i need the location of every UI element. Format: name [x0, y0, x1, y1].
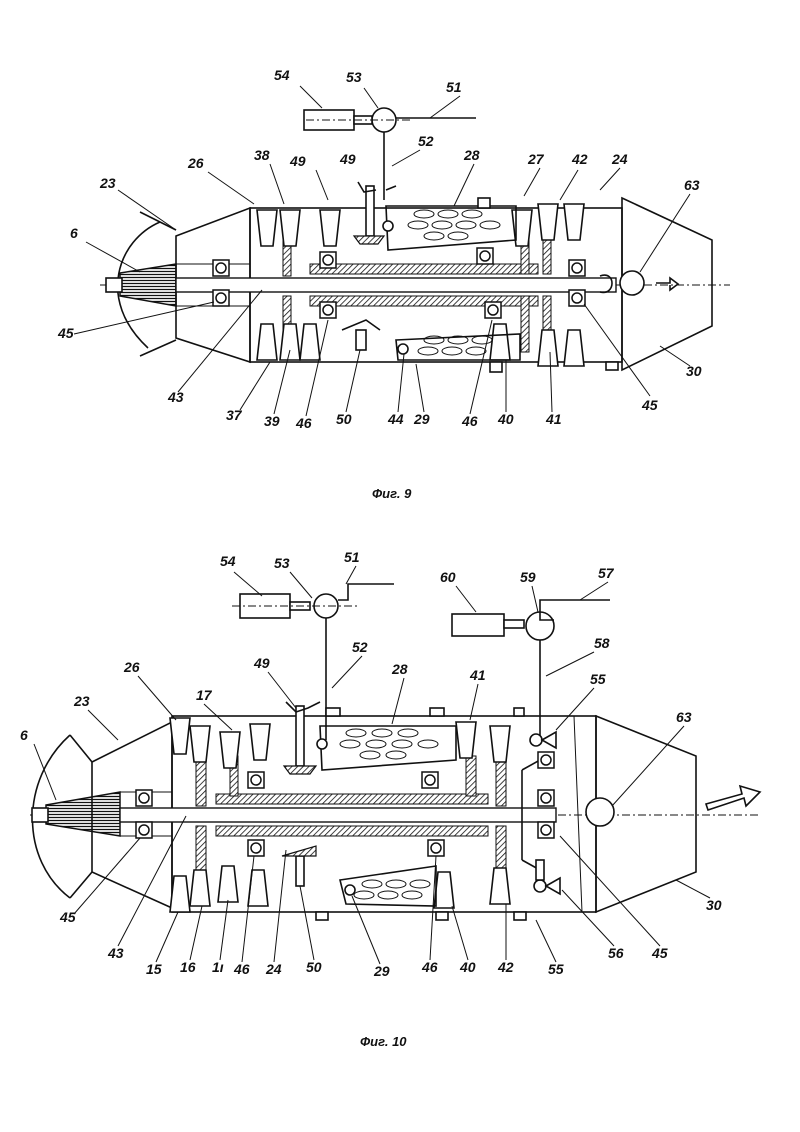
figure-9: 54 53 51 52 28 49 49 38 26 23 27 42 24 6…: [57, 67, 730, 501]
callout-number: 58: [594, 635, 610, 651]
callout-number: 60: [440, 569, 456, 585]
thrust-arrow: [704, 784, 762, 812]
callout-number: 46: [421, 959, 438, 975]
callout-number: 28: [391, 661, 408, 677]
callout-number: 55: [590, 671, 606, 687]
output-63: [585, 797, 615, 827]
callout-number: 59: [520, 569, 536, 585]
callout-number: 53: [274, 555, 290, 571]
callout-number: 46: [295, 415, 312, 431]
callout-number: 52: [418, 133, 434, 149]
inlet-struts: [139, 211, 177, 357]
callout-number: 23: [73, 693, 90, 709]
callout-number: 45: [59, 909, 76, 925]
callout-number: 43: [167, 389, 184, 405]
callout-number: 50: [306, 959, 322, 975]
callout-number: 24: [611, 151, 628, 167]
callout-number: 28: [463, 147, 480, 163]
callout-number: 42: [497, 959, 514, 975]
callout-number: 44: [387, 411, 404, 427]
callout-number: 29: [413, 411, 430, 427]
callout-number: 46: [461, 413, 478, 429]
nose-cone: [45, 791, 121, 837]
lower-sleeve: [309, 295, 539, 307]
upper-sleeve: [309, 263, 539, 275]
callout-number: 39: [264, 413, 280, 429]
callout-number: 30: [706, 897, 722, 913]
motor-60: [451, 613, 505, 637]
callout-number: 63: [684, 177, 700, 193]
callout-number: 17: [196, 687, 213, 703]
callout-number: 27: [527, 151, 545, 167]
drive-shaft-49: [365, 185, 375, 237]
callout-number: 6: [20, 727, 28, 743]
callout-number: 51: [446, 79, 462, 95]
combustor-28: [385, 205, 517, 251]
output-63: [619, 270, 645, 296]
callout-number: 26: [123, 659, 140, 675]
callout-number: 40: [459, 959, 476, 975]
callout-number: 30: [686, 363, 702, 379]
figure-9-labels: 54 53 51 52 28 49 49 38 26 23 27 42 24 6…: [57, 67, 702, 431]
main-shaft: [175, 277, 617, 293]
callout-number: 54: [274, 67, 290, 83]
nose-cone: [119, 263, 177, 307]
figure-10: 54 53 51 60 59 57 58 52 55 49 28 41 26 1…: [20, 549, 762, 1049]
callout-number: 1ı: [212, 959, 224, 975]
callout-number: 56: [608, 945, 624, 961]
callout-number: 15: [146, 961, 162, 977]
callout-number: 54: [220, 553, 236, 569]
callout-number: 49: [289, 153, 306, 169]
callout-number: 23: [99, 175, 116, 191]
callout-number: 57: [598, 565, 615, 581]
callout-number: 45: [641, 397, 658, 413]
nose-tip: [105, 277, 123, 293]
callout-number: 49: [253, 655, 270, 671]
callout-number: 6: [70, 225, 78, 241]
callout-number: 45: [57, 325, 74, 341]
figure-9-caption: Фиг. 9: [372, 486, 412, 501]
figure-10-caption: Фиг. 10: [360, 1034, 407, 1049]
main-shaft: [119, 807, 557, 823]
callout-number: 41: [469, 667, 486, 683]
callout-number: 26: [187, 155, 204, 171]
callout-number: 52: [352, 639, 368, 655]
callout-number: 24: [265, 961, 282, 977]
callout-number: 46: [233, 961, 250, 977]
callout-number: 55: [548, 961, 564, 977]
inlet-lip: [116, 221, 161, 349]
callout-number: 42: [571, 151, 588, 167]
callout-number: 16: [180, 959, 196, 975]
callout-number: 29: [373, 963, 390, 979]
combustor-28: [319, 725, 457, 771]
callout-number: 40: [497, 411, 514, 427]
callout-number: 37: [226, 407, 243, 423]
combustor-29: [339, 865, 437, 907]
callout-number: 63: [676, 709, 692, 725]
exhaust-nozzle: [621, 196, 713, 372]
callout-number: 38: [254, 147, 270, 163]
figure-10-labels: 54 53 51 60 59 57 58 52 55 49 28 41 26 1…: [20, 549, 722, 979]
callout-number: 50: [336, 411, 352, 427]
callout-number: 43: [107, 945, 124, 961]
callout-number: 49: [339, 151, 356, 167]
callout-number: 51: [344, 549, 360, 565]
callout-number: 45: [651, 945, 668, 961]
exhaust-nozzle: [595, 714, 697, 914]
callout-number: 41: [545, 411, 562, 427]
callout-number: 53: [346, 69, 362, 85]
